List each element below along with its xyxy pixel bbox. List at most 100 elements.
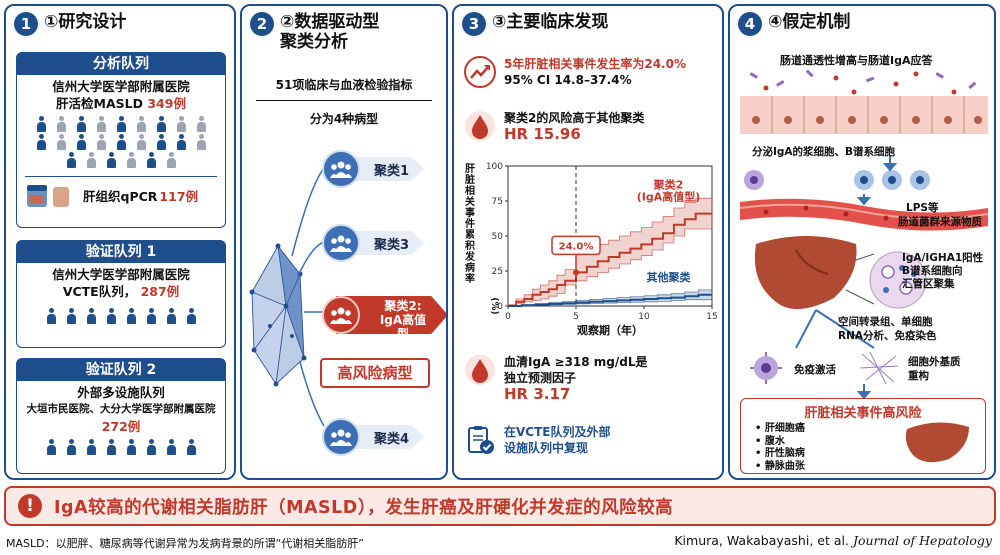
risk-list: 肝细胞癌 腹水 肝性脑病 静脉曲张 bbox=[755, 423, 985, 473]
panel-4-heading: ④假定机制 bbox=[768, 12, 851, 32]
validation-cohort-1-header: 验证队列 1 bbox=[17, 241, 225, 263]
person-icon bbox=[146, 439, 157, 455]
x-tick-label: 15 bbox=[706, 312, 717, 322]
validation-cohort-2-header: 验证队列 2 bbox=[17, 359, 225, 381]
validation-cohort-2-people-icons bbox=[17, 435, 225, 459]
validation-cohort-1-box: 验证队列 1 信州大学医学部附属医院 VCTE队列， 287例 bbox=[16, 240, 226, 348]
x-tick-label: 5 bbox=[573, 312, 579, 322]
validation-cohort-1-label: VCTE队列， bbox=[62, 284, 137, 299]
y-tick-label: 0 bbox=[497, 302, 503, 312]
risk-item: 腹水 bbox=[755, 436, 985, 449]
validation-cohort-1-count: 287例 bbox=[140, 284, 180, 299]
cluster-1: 聚类1 bbox=[322, 150, 432, 188]
panel-3-title: 3 ③主要临床发现 bbox=[462, 12, 608, 36]
qpcr-count: 117例 bbox=[159, 188, 199, 204]
person-icon bbox=[126, 308, 137, 324]
iga-hr: HR 3.17 bbox=[504, 385, 571, 403]
network-crystal-icon bbox=[249, 243, 307, 387]
conclusion-text: IgA较高的代谢相关脂肪肝（MASLD），发生肝癌及肝硬化并发症的风险较高 bbox=[54, 497, 674, 518]
y-tick-label: 50 bbox=[492, 232, 504, 242]
analysis-cohort-hospital: 信州大学医学部附属医院 bbox=[52, 79, 190, 94]
person-icon bbox=[186, 308, 197, 324]
footnote: MASLD：以肥胖、糖尿病等代谢异常为发病背景的所谓“代谢相关脂肪肝” bbox=[6, 537, 364, 550]
person-icon bbox=[166, 152, 177, 168]
high-risk-label: 高风险病型 bbox=[320, 358, 430, 388]
y-axis-label-char: 肝 bbox=[465, 163, 475, 175]
person-icon bbox=[86, 152, 97, 168]
group-icon bbox=[322, 296, 360, 334]
y-axis-label-char: 件 bbox=[465, 217, 475, 230]
y-axis-label-char: 关 bbox=[465, 195, 475, 208]
person-icon bbox=[136, 134, 147, 150]
divider bbox=[256, 100, 432, 101]
panel-cluster-analysis: 2 ②数据驱动型 聚类分析 51项临床与血液检验指标 分为4种病型 bbox=[240, 4, 448, 480]
validation-cohort-1-people-icons bbox=[17, 304, 225, 328]
person-icon bbox=[106, 308, 117, 324]
finding-iga-predictor: 血清IgA ≥318 mg/dL是 独立预测因子 HR 3.17 bbox=[464, 354, 648, 402]
conclusion-banner: ! IgA较高的代谢相关脂肪肝（MASLD），发生肝癌及肝硬化并发症的风险较高 bbox=[4, 486, 996, 526]
person-icon bbox=[106, 152, 117, 168]
citation: Kimura, Wakabayashi, et al. Journal of H… bbox=[674, 533, 992, 548]
lps-line-2: 肠道菌群来源物质 bbox=[898, 216, 982, 228]
ecm-line-2: 重构 bbox=[908, 370, 929, 382]
cluster-4-label: 聚类4 bbox=[374, 432, 410, 447]
group-icon bbox=[322, 418, 360, 456]
person-icon bbox=[56, 134, 67, 150]
immune-activation-label: 免疫激活 bbox=[794, 364, 836, 376]
panel-4-title: 4 ④假定机制 bbox=[738, 12, 850, 36]
cluster-risk-hr: HR 15.96 bbox=[504, 125, 581, 143]
clipboard-check-icon bbox=[468, 426, 494, 454]
person-icon bbox=[76, 116, 87, 132]
person-icon bbox=[76, 134, 87, 150]
y-axis-label-char: 相 bbox=[465, 184, 475, 197]
sample-tube-icon bbox=[27, 185, 69, 207]
panel-1-heading: ①研究设计 bbox=[44, 12, 127, 32]
bacteria-icons bbox=[749, 69, 977, 95]
analysis-cohort-count-line: 肝活检MASLD 349例 bbox=[17, 95, 225, 112]
validation-cohort-2-type: 外部多设施队列 bbox=[77, 385, 165, 400]
person-icon bbox=[126, 152, 137, 168]
immune-cell-icon bbox=[750, 352, 782, 384]
person-icon bbox=[146, 152, 157, 168]
person-icon bbox=[46, 308, 57, 324]
liver-small-icon bbox=[905, 422, 969, 463]
liver-line-1: IgA/IGHA1阳性 bbox=[902, 252, 984, 264]
portal-tract-zoom bbox=[845, 251, 927, 309]
person-icon bbox=[166, 308, 177, 324]
person-icon bbox=[96, 134, 107, 150]
liver-icon bbox=[754, 236, 857, 310]
person-icon bbox=[36, 134, 47, 150]
liver-line-3: 汇管区聚集 bbox=[902, 278, 955, 290]
person-icon bbox=[186, 439, 197, 455]
intestinal-epithelium bbox=[740, 96, 988, 134]
blood-vessel bbox=[739, 198, 989, 231]
person-icon bbox=[46, 439, 57, 455]
person-icon bbox=[156, 134, 167, 150]
person-icon bbox=[176, 116, 187, 132]
risk-item: 肝性脑病 bbox=[755, 448, 985, 461]
risk-item: 肝细胞癌 bbox=[755, 423, 985, 436]
person-icon bbox=[66, 152, 77, 168]
person-icon bbox=[196, 116, 207, 132]
cluster-diagram bbox=[249, 167, 325, 427]
finding-replication: 在VCTE队列及外部 设施队列中复现 bbox=[464, 424, 610, 456]
person-icon bbox=[126, 439, 137, 455]
x-axis-label: 观察期（年） bbox=[577, 323, 643, 337]
cluster-3: 聚类3 bbox=[322, 224, 432, 262]
y-axis-label-char: 积 bbox=[465, 239, 475, 252]
series-line-0 bbox=[508, 212, 712, 307]
analysis-cohort-people-icons bbox=[17, 112, 225, 172]
incidence-rate: 5年肝脏相关事件发生率为24.0% bbox=[504, 57, 686, 71]
person-icon bbox=[66, 439, 77, 455]
citation-authors: Kimura, Wakabayashi, et al. bbox=[674, 533, 849, 548]
plasma-cells bbox=[744, 170, 930, 190]
y-tick-label: 75 bbox=[492, 197, 503, 207]
liver-line-2: B谱系细胞向 bbox=[902, 265, 963, 277]
blood-drop-icon bbox=[465, 355, 495, 385]
annotation-label: 24.0% bbox=[559, 241, 594, 252]
person-icon bbox=[136, 116, 147, 132]
indicators-label: 51项临床与血液检验指标 bbox=[275, 78, 413, 92]
person-icon bbox=[146, 308, 157, 324]
cluster-2-iga-high: 聚类2: IgA高值型 bbox=[322, 296, 446, 341]
